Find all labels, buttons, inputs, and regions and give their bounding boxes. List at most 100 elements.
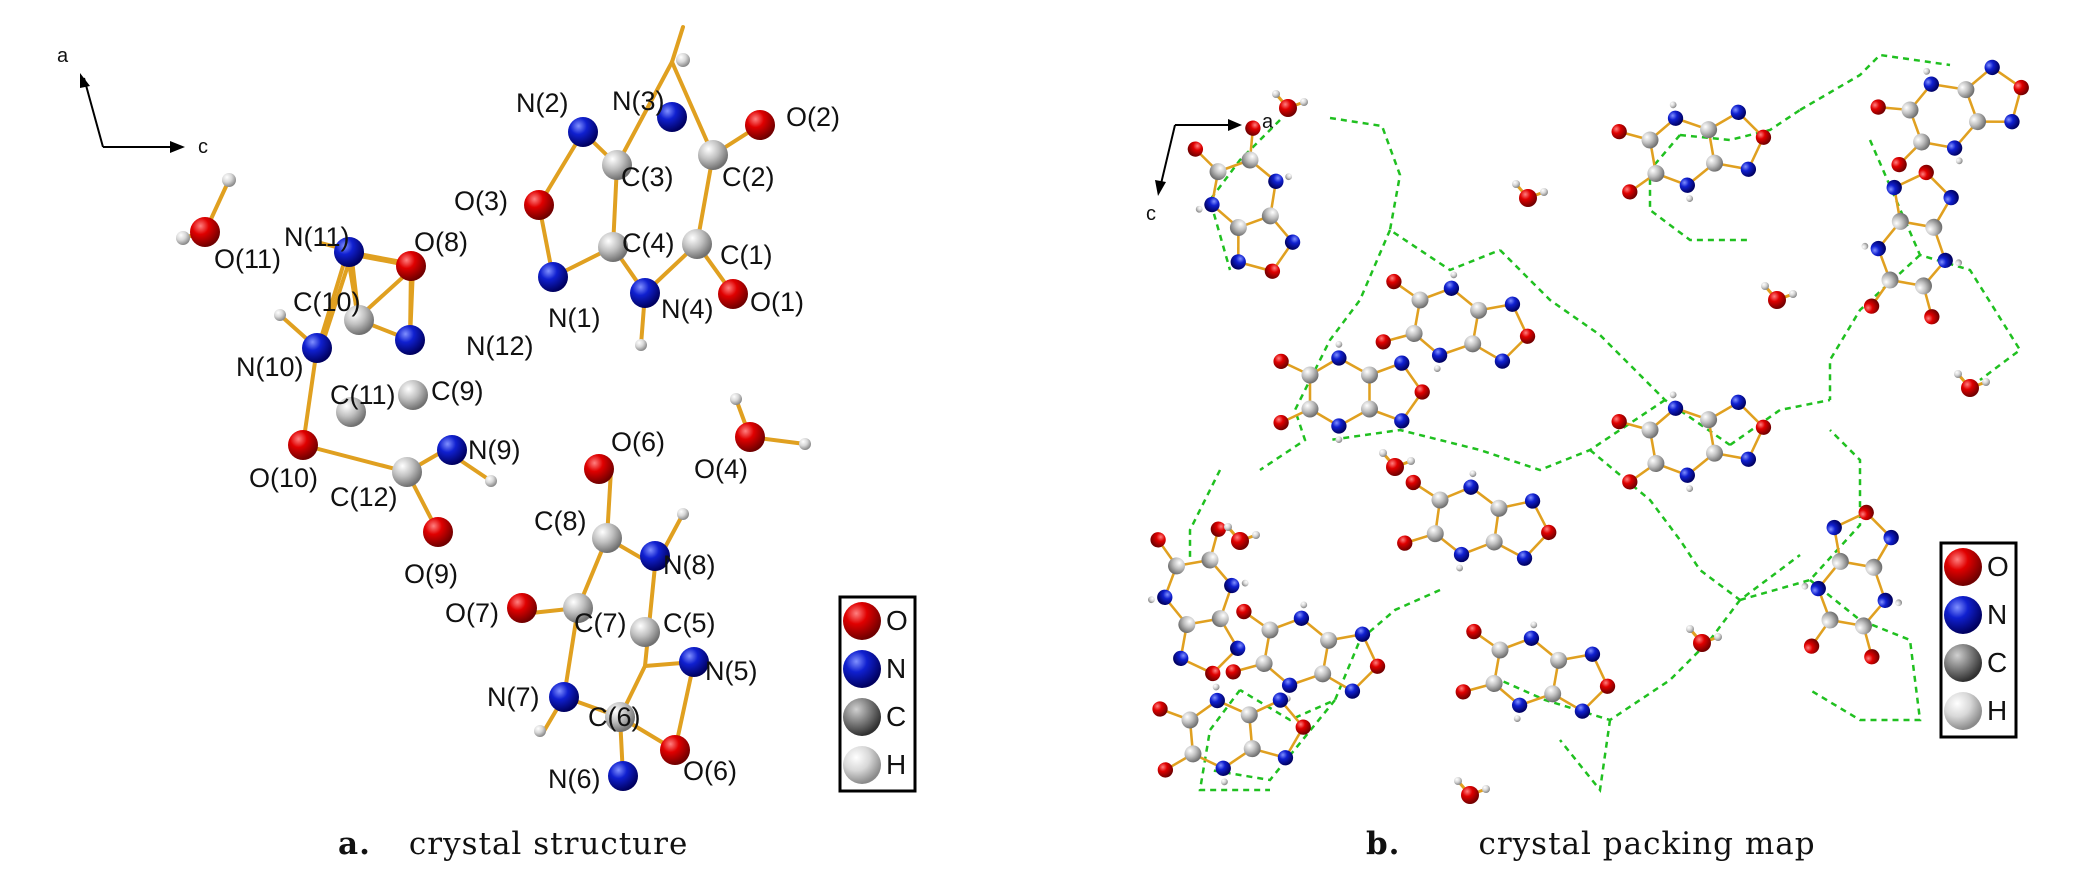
label-O10: O(10)	[249, 463, 318, 493]
atom-hydrogen	[730, 393, 742, 405]
packed-molecules	[1135, 35, 2048, 806]
atom-carbon	[563, 593, 593, 623]
atom-nitrogen	[657, 102, 687, 132]
atom-hydrogen	[676, 53, 690, 67]
legend-label-n: N	[886, 653, 906, 684]
atom-hydrogen	[274, 309, 286, 321]
label-O11: O(11)	[214, 244, 281, 274]
crystal-structure-diagram: a c	[57, 25, 917, 794]
caption-a-letter: a.	[338, 826, 371, 862]
atom-carbon	[336, 397, 366, 427]
label-C5: C(5)	[663, 608, 716, 638]
molecule-3	[507, 454, 709, 791]
panel-a-crystal-structure: a c	[0, 0, 1000, 891]
label-C7: C(7)	[574, 608, 627, 638]
legend-label-c: C	[886, 701, 906, 732]
label-C2: C(2)	[722, 162, 775, 192]
label-C6: C(6)	[588, 702, 641, 732]
label-O8: O(8)	[414, 227, 468, 257]
legend-b: O N C H	[1939, 541, 2018, 739]
legend-nitrogen-swatch	[843, 650, 881, 688]
legend-b-label-h: H	[1987, 695, 2007, 726]
atom-oxygen	[584, 454, 614, 484]
label-N6: N(6)	[548, 764, 601, 794]
atom-hydrogen	[485, 475, 497, 487]
atom-nitrogen	[568, 117, 598, 147]
label-N8: N(8)	[663, 550, 716, 580]
caption-a-text: crystal structure	[408, 826, 689, 862]
label-O1: O(1)	[750, 287, 804, 317]
legend-b-label-o: O	[1987, 551, 2009, 582]
label-N11: N(11)	[284, 222, 350, 252]
atom-carbon	[598, 232, 628, 262]
label-O6b: O(6)	[683, 756, 737, 786]
axis-a-label-b: a	[1262, 111, 1274, 133]
atom-oxygen	[396, 251, 426, 281]
label-O9: O(9)	[404, 559, 458, 589]
label-N4: N(4)	[661, 294, 714, 324]
label-N1: N(1)	[548, 303, 601, 333]
atom-nitrogen	[608, 761, 638, 791]
atom-hydrogen	[176, 231, 190, 245]
crystal-packing-diagram: a c	[1135, 35, 2048, 806]
atom-oxygen	[718, 279, 748, 309]
label-C1: C(1)	[720, 240, 773, 270]
atom-nitrogen	[302, 333, 332, 363]
atom-carbon	[698, 140, 728, 170]
panel-b-crystal-packing-map: a c	[1090, 0, 2074, 891]
legend-hydrogen-swatch	[843, 746, 881, 784]
atom-hydrogen	[222, 173, 236, 187]
atom-hydrogen	[799, 438, 811, 450]
legend-a: O N C H	[838, 595, 917, 793]
atom-carbon	[602, 150, 632, 180]
atom-oxygen	[660, 735, 690, 765]
legend-carbon-swatch	[843, 698, 881, 736]
label-O6a: O(6)	[611, 427, 665, 457]
label-C4: C(4)	[622, 228, 675, 258]
atom-hydrogen	[534, 725, 546, 737]
molecule-2	[176, 173, 497, 547]
legend-b-oxygen-swatch	[1944, 548, 1982, 586]
label-C9: C(9)	[431, 376, 484, 406]
atom-nitrogen	[640, 541, 670, 571]
atom-nitrogen	[437, 435, 467, 465]
label-O7: O(7)	[445, 598, 499, 628]
atom-oxygen	[524, 190, 554, 220]
label-O4: O(4)	[694, 454, 748, 484]
atom-hydrogen	[635, 339, 647, 351]
caption-b-letter: b.	[1366, 826, 1401, 862]
atom-nitrogen	[679, 647, 709, 677]
label-N2: N(2)	[516, 88, 569, 118]
water-molecule	[730, 393, 811, 452]
atom-oxygen	[423, 517, 453, 547]
label-C10: C(10)	[293, 287, 361, 317]
caption-a: a. crystal structure	[338, 826, 688, 862]
label-N3: N(3)	[612, 86, 665, 116]
atom-nitrogen	[334, 237, 364, 267]
caption-b-text: crystal packing map	[1478, 826, 1816, 862]
label-N10: N(10)	[236, 352, 304, 382]
legend-oxygen-swatch	[843, 602, 881, 640]
legend-b-label-n: N	[1987, 599, 2007, 630]
caption-b: b. crystal packing map	[1366, 826, 1816, 862]
axis-a-label: a	[57, 45, 69, 67]
legend-b-hydrogen-swatch	[1944, 692, 1982, 730]
atom-hydrogen	[677, 508, 689, 520]
axis-c-label: c	[198, 136, 208, 158]
atom-carbon	[605, 702, 635, 732]
label-N7: N(7)	[487, 682, 540, 712]
axis-c-label-b: c	[1146, 203, 1156, 225]
legend-label-o: O	[886, 605, 908, 636]
atom-carbon	[398, 380, 428, 410]
label-C11: C(11)	[330, 380, 396, 410]
atom-carbon	[630, 617, 660, 647]
label-C12: C(12)	[330, 482, 398, 512]
axis-indicator: a c	[57, 45, 208, 158]
atom-oxygen	[288, 430, 318, 460]
atom-nitrogen	[549, 682, 579, 712]
hydrogen-bond-network	[1188, 53, 2022, 794]
label-O2: O(2)	[786, 102, 840, 132]
atom-nitrogen	[538, 262, 568, 292]
atom-labels: O(2) N(3) N(2) C(3) C(2) O(3) C(4) C(1) …	[214, 86, 840, 794]
atom-nitrogen	[630, 278, 660, 308]
